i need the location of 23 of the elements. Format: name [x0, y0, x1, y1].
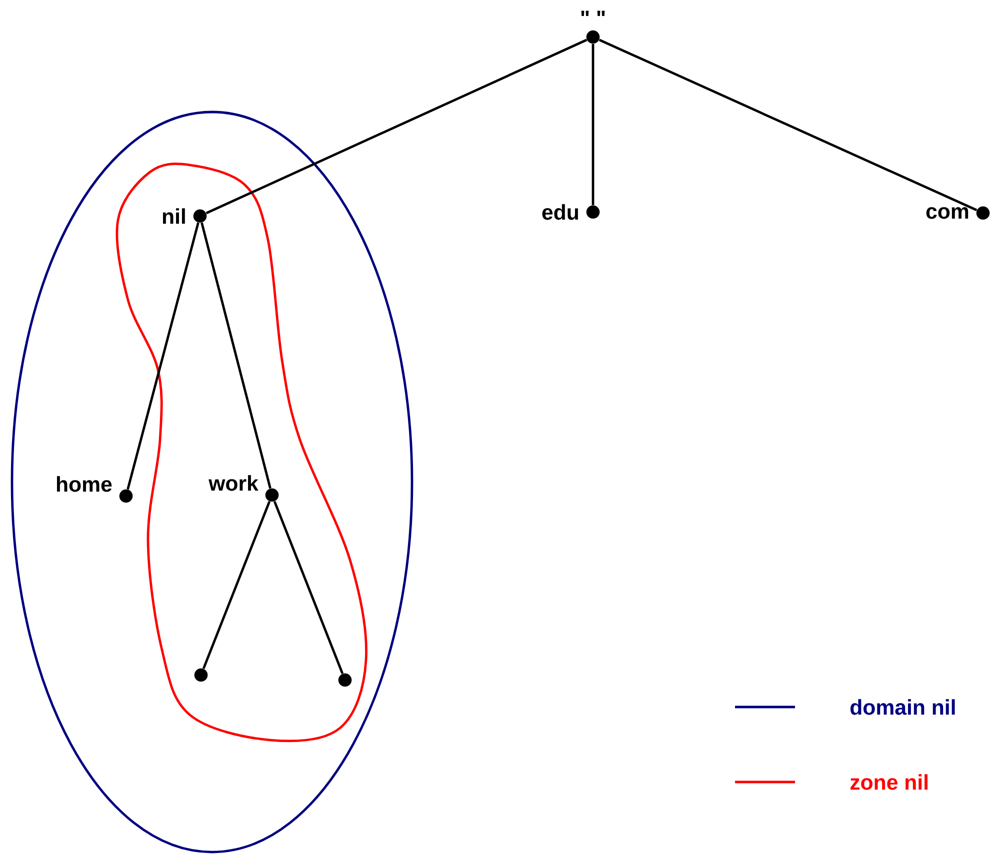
tree-node-dot — [265, 488, 279, 502]
node-label: " " — [581, 10, 605, 16]
tree-edge — [598, 38, 978, 212]
node-label: com — [926, 207, 968, 219]
legend-label: zone nil — [850, 774, 928, 790]
legend-label: domain nil — [850, 699, 955, 715]
tree-node-dot — [586, 205, 600, 219]
tree-node-dot — [119, 489, 133, 503]
tree-edge — [126, 222, 200, 490]
tree-edge — [202, 501, 271, 669]
tree-node-dot — [193, 209, 207, 223]
tree-node-dot — [976, 206, 990, 220]
tree-node-dot — [194, 668, 208, 682]
tree-edge — [273, 501, 344, 674]
node-label: home — [57, 476, 112, 492]
tree-edge — [206, 38, 588, 214]
tree-edge — [592, 44, 594, 206]
node-label: work — [208, 475, 258, 491]
tree-edge — [200, 222, 272, 489]
node-label: nil — [162, 208, 185, 224]
tree-node-dot — [338, 673, 352, 687]
node-label: edu — [542, 204, 578, 220]
tree-node-dot — [586, 30, 600, 44]
